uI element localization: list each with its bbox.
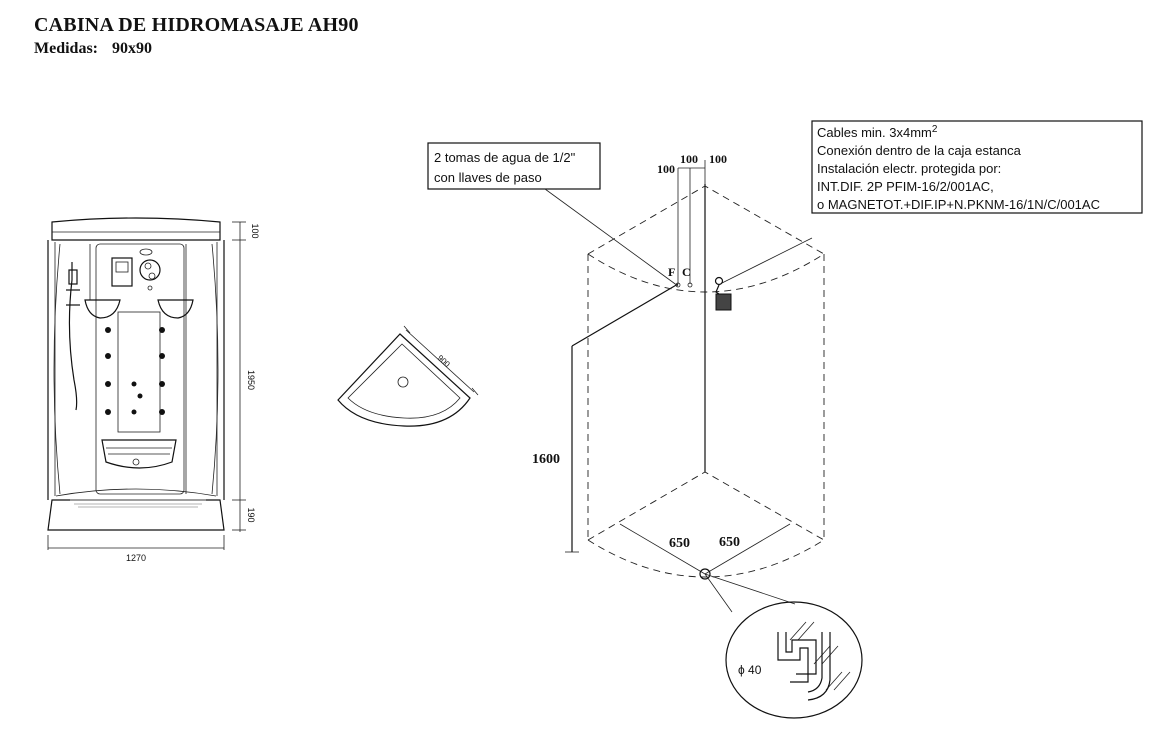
seat xyxy=(101,439,177,469)
front-roof xyxy=(51,217,221,241)
drain-detail-circle xyxy=(725,601,863,719)
electric-note-line4: INT.DIF. 2P PFIM-16/2/001AC, xyxy=(817,179,994,194)
dim-100-left: 100 xyxy=(657,162,675,176)
electric-note-box xyxy=(811,120,1143,214)
drain-hatching xyxy=(789,621,851,691)
jet-column xyxy=(117,311,161,433)
back-panel xyxy=(95,243,185,495)
shower-tray xyxy=(47,499,225,531)
drain-point xyxy=(699,568,711,580)
electric-note-line3: Instalación electr. protegida por: xyxy=(817,161,1001,176)
water-note-box xyxy=(427,142,601,190)
water-note-line2: con llaves de paso xyxy=(434,170,542,185)
dim-100-mid: 100 xyxy=(680,152,698,166)
dim-650-right: 650 xyxy=(719,535,740,550)
cabin-top-outline xyxy=(587,185,825,255)
control-display xyxy=(111,257,133,287)
plan-drain xyxy=(397,376,409,388)
plan-dim-label: 900 xyxy=(436,353,452,369)
install-view: 2 tomas de agua de 1/2" con llaves de pa… xyxy=(427,120,1143,719)
shower-hose xyxy=(68,262,78,411)
label-c: C xyxy=(682,265,691,279)
dim-650-left: 650 xyxy=(669,536,690,551)
page-title: CABINA DE HIDROMASAJE AH90 xyxy=(34,14,359,36)
drain-diameter-label: ϕ 40 xyxy=(738,663,762,677)
dim-width-label: 1270 xyxy=(126,553,146,563)
label-f: F xyxy=(668,265,675,279)
water-note-line1: 2 tomas de agua de 1/2" xyxy=(434,150,576,165)
dim-height-label: 1950 xyxy=(246,370,256,390)
left-shelf xyxy=(84,299,121,319)
right-shelf xyxy=(157,299,194,319)
electric-box xyxy=(715,293,732,311)
electric-note-line5: o MAGNETOT.+DIF.IP+N.PKNM-16/1N/C/001AC xyxy=(817,197,1100,212)
plan-view: 900 xyxy=(337,325,479,427)
electric-note-line1: Cables min. 3x4mm2 xyxy=(817,124,938,140)
electric-outlet xyxy=(714,276,724,286)
drain-trap xyxy=(777,632,809,683)
dim-top-label: 100 xyxy=(250,223,260,238)
measures-value: 90x90 xyxy=(112,40,152,57)
dim-height-1600: 1600 xyxy=(532,452,560,467)
dim-base-label: 190 xyxy=(246,507,256,522)
shower-head xyxy=(68,269,78,285)
electric-note-line2: Conexión dentro de la caja estanca xyxy=(817,143,1022,158)
measures-line: Medidas: 90x90 xyxy=(34,40,162,58)
dim-100-right: 100 xyxy=(709,152,727,166)
front-view: 100 1950 190 1270 xyxy=(47,217,260,563)
control-knobs xyxy=(139,259,161,281)
measures-label: Medidas: xyxy=(34,40,98,57)
plan-outline xyxy=(337,333,471,427)
